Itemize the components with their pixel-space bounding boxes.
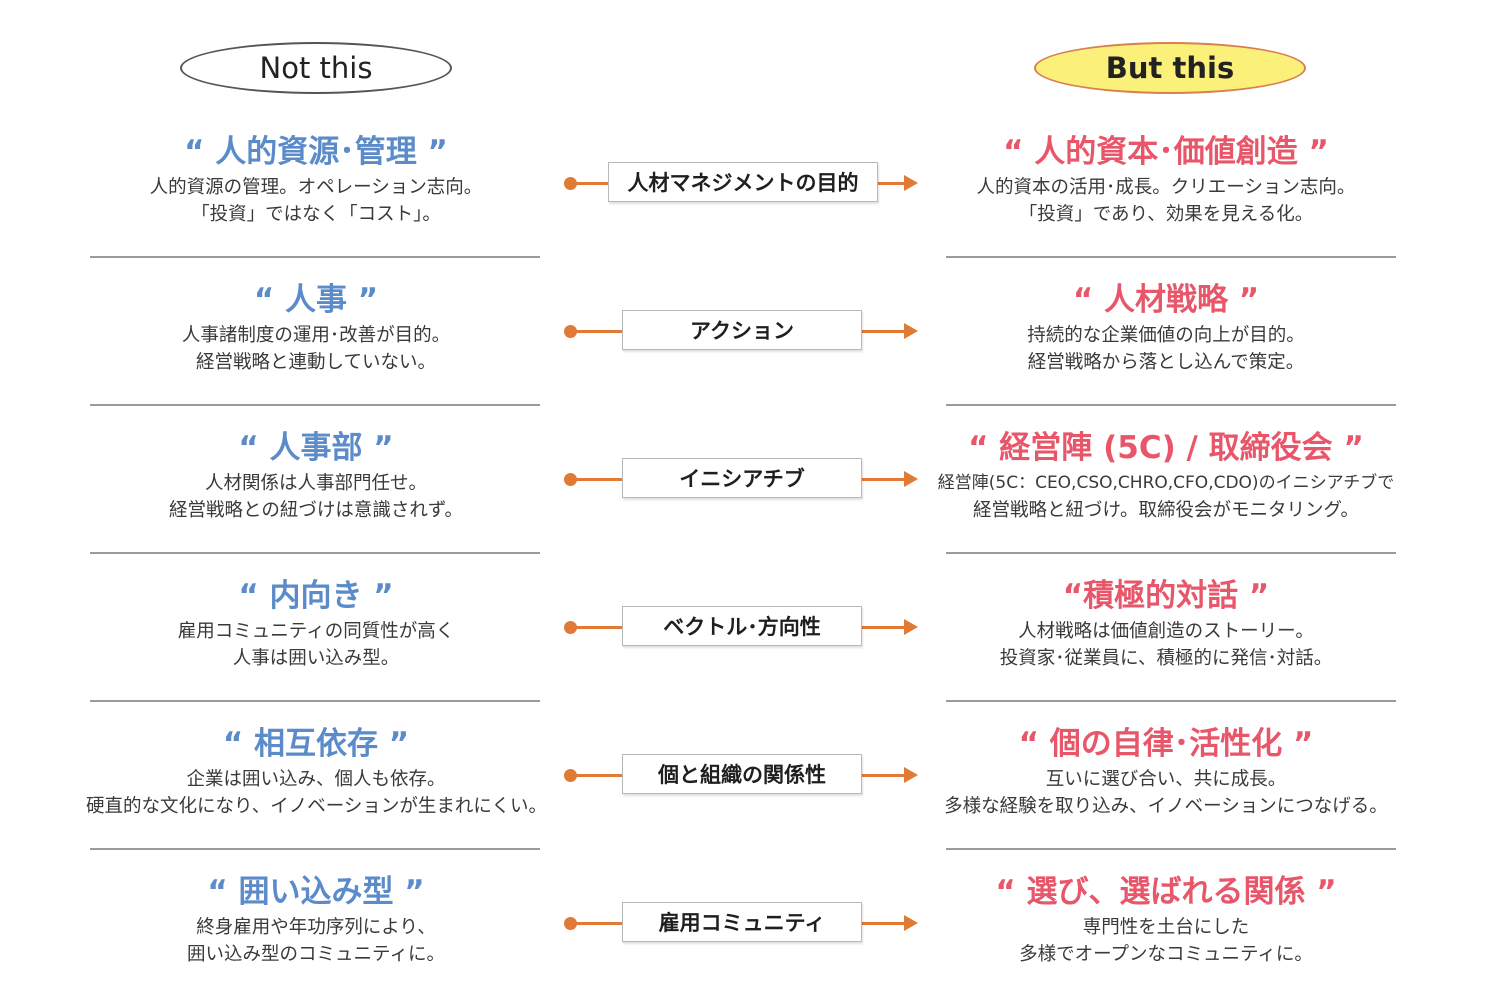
right-desc-line2: 経営戦略から落とし込んで策定。 <box>1027 352 1305 373</box>
but-this-header: But this <box>1034 42 1306 94</box>
arrow-right-icon <box>904 619 918 635</box>
right-desc-line1: 経営陣(5C：CEO,CSO,CHRO,CFO,CDO)のイニシアチブで <box>937 473 1395 493</box>
right-cell: “ 経営陣 (5C) / 取締役会 ” 経営陣(5C：CEO,CSO,CHRO,… <box>936 416 1396 524</box>
left-desc-line1: 雇用コミュニティの同質性が高く <box>177 621 455 642</box>
comparison-row: “ 内向き ” 雇用コミュニティの同質性が高く 人事は囲い込み型。 ベクトル･方… <box>0 564 1508 712</box>
left-desc-line2: 人事は囲い込み型。 <box>232 648 400 669</box>
comparison-row: “ 人事 ” 人事諸制度の運用･改善が目的。 経営戦略と連動していない。 アクシ… <box>0 268 1508 416</box>
row-divider-left <box>90 848 540 850</box>
left-desc-line2: 経営戦略との紐づけは意識されず。 <box>169 500 463 521</box>
arrow-right-icon <box>904 767 918 783</box>
row-divider-left <box>90 404 540 406</box>
left-desc-line1: 終身雇用や年功序列により、 <box>196 917 436 938</box>
row-divider-left <box>90 256 540 258</box>
left-desc-line1: 企業は囲い込み、個人も依存。 <box>186 769 446 790</box>
but-this-label: But this <box>1105 51 1235 85</box>
right-desc-line2: 「投資」であり、効果を見える化。 <box>1018 204 1314 225</box>
comparison-row: “ 人的資源･管理 ” 人的資源の管理。オペレーション志向。 「投資」ではなく「… <box>0 120 1508 268</box>
left-cell: “ 人的資源･管理 ” 人的資源の管理。オペレーション志向。 「投資」ではなく「… <box>86 120 546 228</box>
right-cell: “ 人的資本･価値創造 ” 人的資本の活用･成長。クリエーション志向。 「投資」… <box>936 120 1396 228</box>
comparison-row: “ 相互依存 ” 企業は囲い込み、個人も依存。 硬直的な文化になり、イノベーショ… <box>0 712 1508 860</box>
left-desc-line2: 囲い込み型のコミュニティに。 <box>187 944 445 965</box>
left-cell: “ 囲い込み型 ” 終身雇用や年功序列により、 囲い込み型のコミュニティに。 <box>86 860 546 968</box>
not-this-header: Not this <box>180 42 452 94</box>
right-desc-line2: 多様な経験を取り込み、イノベーションにつなげる。 <box>944 796 1388 817</box>
row-divider-right <box>946 700 1396 702</box>
left-heading: “ 人事 ” <box>253 282 379 318</box>
left-desc-line1: 人的資源の管理。オペレーション志向。 <box>149 177 483 198</box>
center-connector: 雇用コミュニティ <box>560 902 920 946</box>
right-desc-line1: 専門性を土台にした <box>1082 917 1250 938</box>
center-connector: 人材マネジメントの目的 <box>560 162 920 206</box>
row-divider-right <box>946 552 1396 554</box>
right-heading: “積極的対話 ” <box>1062 578 1270 614</box>
row-divider-right <box>946 256 1396 258</box>
left-cell: “ 人事部 ” 人材関係は人事部門任せ。 経営戦略との紐づけは意識されず。 <box>86 416 546 524</box>
center-label: イニシアチブ <box>622 458 862 498</box>
right-desc-line1: 人材戦略は価値創造のストーリー。 <box>1018 621 1314 642</box>
left-cell: “ 内向き ” 雇用コミュニティの同質性が高く 人事は囲い込み型。 <box>86 564 546 672</box>
arrow-right-icon <box>904 471 918 487</box>
center-connector: 個と組織の関係性 <box>560 754 920 798</box>
left-heading: “ 内向き ” <box>238 578 394 614</box>
row-divider-left <box>90 552 540 554</box>
right-desc-line2: 投資家･従業員に、積極的に発信･対話。 <box>999 648 1333 669</box>
left-heading: “ 相互依存 ” <box>222 726 410 762</box>
left-cell: “ 相互依存 ” 企業は囲い込み、個人も依存。 硬直的な文化になり、イノベーショ… <box>86 712 548 820</box>
left-heading: “ 人的資源･管理 ” <box>184 134 448 170</box>
right-cell: “ 個の自律･活性化 ” 互いに選び合い、共に成長。 多様な経験を取り込み、イノ… <box>936 712 1396 820</box>
right-heading: “ 個の自律･活性化 ” <box>1018 726 1314 762</box>
left-desc-line2: 「投資」ではなく「コスト」。 <box>191 204 441 225</box>
comparison-row: “ 人事部 ” 人材関係は人事部門任せ。 経営戦略との紐づけは意識されず。 イニ… <box>0 416 1508 564</box>
center-label: 人材マネジメントの目的 <box>608 162 878 202</box>
row-divider-right <box>946 404 1396 406</box>
right-heading: “ 選び、選ばれる関係 ” <box>995 874 1337 910</box>
right-cell: “積極的対話 ” 人材戦略は価値創造のストーリー。 投資家･従業員に、積極的に発… <box>936 564 1396 672</box>
center-label: 個と組織の関係性 <box>622 754 862 794</box>
center-label: 雇用コミュニティ <box>622 902 862 942</box>
right-desc-line2: 多様でオープンなコミュニティに。 <box>1019 944 1313 965</box>
left-heading: “ 人事部 ” <box>238 430 394 466</box>
not-this-label: Not this <box>259 51 373 85</box>
row-divider-left <box>90 700 540 702</box>
right-desc-line1: 互いに選び合い、共に成長。 <box>1045 769 1287 790</box>
left-desc-line1: 人事諸制度の運用･改善が目的。 <box>181 325 451 346</box>
center-connector: アクション <box>560 310 920 354</box>
center-label: アクション <box>622 310 862 350</box>
arrow-right-icon <box>904 175 918 191</box>
center-connector: ベクトル･方向性 <box>560 606 920 650</box>
right-heading: “ 人的資本･価値創造 ” <box>1003 134 1329 170</box>
left-heading: “ 囲い込み型 ” <box>207 874 425 910</box>
arrow-right-icon <box>904 323 918 339</box>
left-desc-line2: 硬直的な文化になり、イノベーションが生まれにくい。 <box>86 796 548 817</box>
left-desc-line1: 人材関係は人事部門任せ。 <box>204 473 427 494</box>
center-label: ベクトル･方向性 <box>622 606 862 646</box>
right-desc-line2: 経営戦略と紐づけ。取締役会がモニタリング。 <box>972 500 1360 521</box>
comparison-row: “ 囲い込み型 ” 終身雇用や年功序列により、 囲い込み型のコミュニティに。 雇… <box>0 860 1508 1008</box>
right-heading: “ 経営陣 (5C) / 取締役会 ” <box>968 430 1364 466</box>
right-heading: “ 人材戦略 ” <box>1072 282 1260 318</box>
right-desc-line1: 人的資本の活用･成長。クリエーション志向。 <box>976 177 1356 198</box>
left-cell: “ 人事 ” 人事諸制度の運用･改善が目的。 経営戦略と連動していない。 <box>86 268 546 376</box>
row-divider-right <box>946 848 1396 850</box>
right-cell: “ 選び、選ばれる関係 ” 専門性を土台にした 多様でオープンなコミュニティに。 <box>936 860 1396 968</box>
right-cell: “ 人材戦略 ” 持続的な企業価値の向上が目的。 経営戦略から落とし込んで策定。 <box>936 268 1396 376</box>
right-desc-line1: 持続的な企業価値の向上が目的。 <box>1027 325 1305 346</box>
arrow-right-icon <box>904 915 918 931</box>
center-connector: イニシアチブ <box>560 458 920 502</box>
left-desc-line2: 経営戦略と連動していない。 <box>196 352 436 373</box>
